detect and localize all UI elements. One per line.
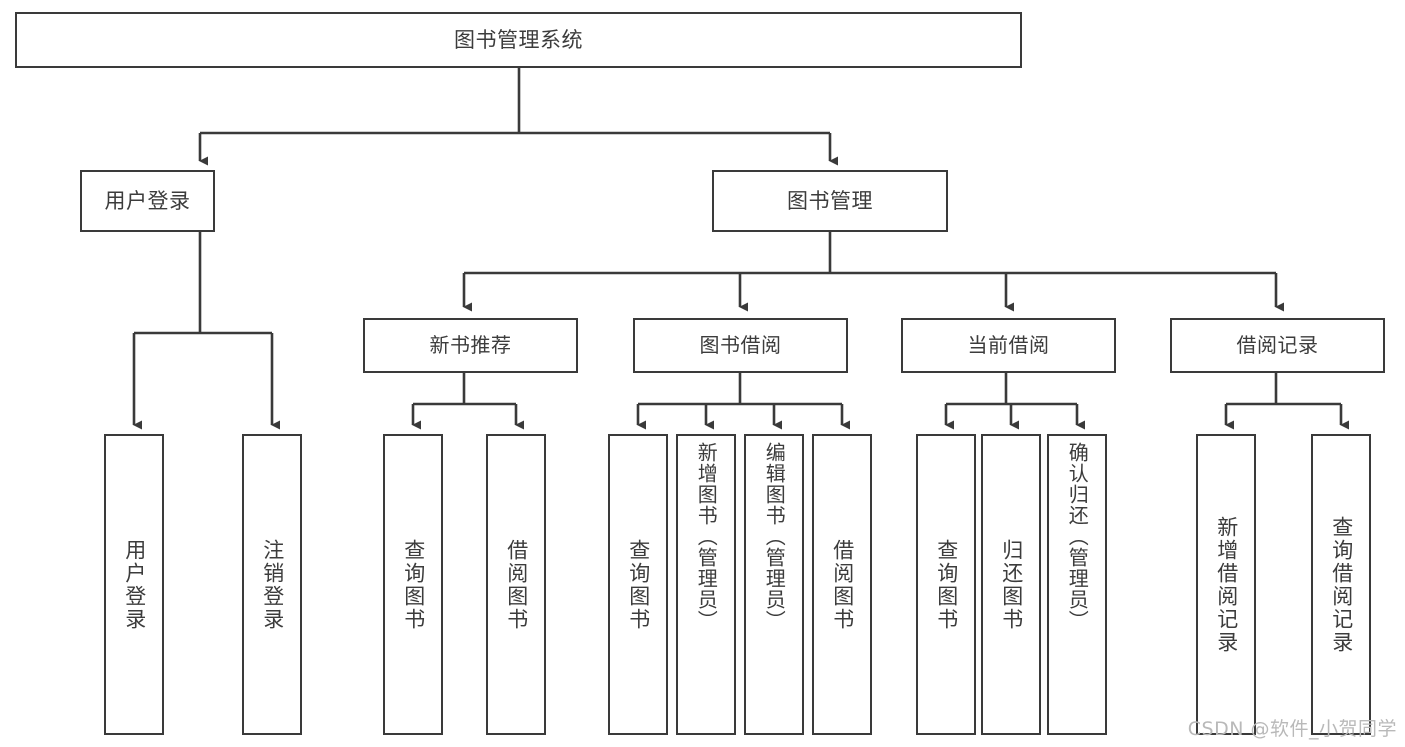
node-user-login-label: 用户登录 [104,188,191,213]
leaf-current-borrow-return-book-label: 归还图书 [999,538,1024,631]
node-root-label: 图书管理系统 [454,27,583,52]
node-book-borrow[interactable]: 图书借阅 [633,318,848,373]
leaf-new-book-query-book-label: 查询图书 [401,538,426,631]
node-user-login[interactable]: 用户登录 [80,170,215,232]
leaf-borrow-record-query-record[interactable]: 查询借阅记录 [1311,434,1371,735]
node-borrow-record-label: 借阅记录 [1236,333,1319,357]
leaf-user-login-logout[interactable]: 注销登录 [242,434,302,735]
leaf-current-borrow-query-book-label: 查询图书 [934,538,959,631]
leaf-user-login-login-label: 用户登录 [122,538,147,631]
leaf-current-borrow-query-book[interactable]: 查询图书 [916,434,976,735]
leaf-book-borrow-query-book[interactable]: 查询图书 [608,434,668,735]
node-borrow-record[interactable]: 借阅记录 [1170,318,1385,373]
node-book-management[interactable]: 图书管理 [712,170,948,232]
leaf-user-login-login[interactable]: 用户登录 [104,434,164,735]
leaf-book-borrow-borrow-book-label: 借阅图书 [830,538,855,631]
node-current-borrow[interactable]: 当前借阅 [901,318,1116,373]
leaf-new-book-borrow-book[interactable]: 借阅图书 [486,434,546,735]
node-root-book-management-system[interactable]: 图书管理系统 [15,12,1022,68]
leaf-book-borrow-query-book-label: 查询图书 [626,538,651,631]
leaf-current-borrow-confirm-return-admin-label: 确认归还（管理员） [1065,442,1090,631]
node-book-borrow-label: 图书借阅 [699,333,782,357]
leaf-borrow-record-add-record-label: 新增借阅记录 [1214,515,1239,654]
leaf-current-borrow-return-book[interactable]: 归还图书 [981,434,1041,735]
node-new-book-recommend[interactable]: 新书推荐 [363,318,578,373]
leaf-book-borrow-edit-book-admin[interactable]: 编辑图书（管理员） [744,434,804,735]
leaf-user-login-logout-label: 注销登录 [260,538,285,631]
leaf-borrow-record-add-record[interactable]: 新增借阅记录 [1196,434,1256,735]
node-new-book-recommend-label: 新书推荐 [429,333,512,357]
node-book-management-label: 图书管理 [787,188,873,213]
leaf-borrow-record-query-record-label: 查询借阅记录 [1329,515,1354,654]
leaf-new-book-query-book[interactable]: 查询图书 [383,434,443,735]
leaf-book-borrow-borrow-book[interactable]: 借阅图书 [812,434,872,735]
leaf-book-borrow-add-book-admin[interactable]: 新增图书（管理员） [676,434,736,735]
csdn-watermark: CSDN @软件_小贺同学 [1187,718,1397,740]
leaf-current-borrow-confirm-return-admin[interactable]: 确认归还（管理员） [1047,434,1107,735]
node-current-borrow-label: 当前借阅 [967,333,1050,357]
leaf-new-book-borrow-book-label: 借阅图书 [504,538,529,631]
leaf-book-borrow-edit-book-admin-label: 编辑图书（管理员） [762,442,787,631]
leaf-book-borrow-add-book-admin-label: 新增图书（管理员） [694,442,719,631]
